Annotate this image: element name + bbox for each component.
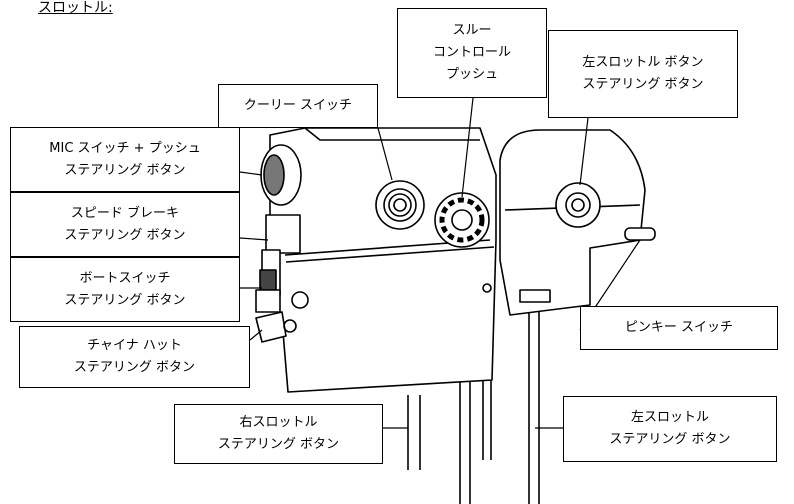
- callout-line: スルー: [452, 23, 492, 38]
- callout-left-throttle-button: 左スロットル ボタン ステアリング ボタン: [548, 30, 738, 118]
- callout-speed-brake: スピード ブレーキ ステアリング ボタン: [10, 192, 240, 257]
- callout-line: プッシュ: [445, 67, 498, 82]
- callout-left-throttle: 左スロットル ステアリング ボタン: [563, 396, 777, 462]
- callout-line: ステアリング ボタン: [73, 360, 196, 375]
- left-throttle-grip: [255, 127, 497, 393]
- callout-line: ピンキー スイッチ: [624, 320, 734, 335]
- callout-china-hat: チャイナ ハット ステアリング ボタン: [19, 326, 250, 388]
- callout-right-throttle: 右スロットル ステアリング ボタン: [174, 404, 383, 464]
- callout-line: ステアリング ボタン: [64, 227, 186, 243]
- callout-line: スピード ブレーキ: [70, 205, 180, 221]
- callout-line: ステアリング ボタン: [609, 432, 731, 447]
- callout-line: 左スロットル ボタン: [582, 55, 704, 70]
- callout-boat-switch: ボートスイッチ ステアリング ボタン: [10, 257, 240, 322]
- callout-pinkie-switch: ピンキー スイッチ: [580, 306, 778, 350]
- callout-line: ステアリング ボタン: [217, 437, 340, 452]
- callout-line: ステアリング ボタン: [64, 292, 186, 308]
- callout-line: チャイナ ハット: [87, 338, 182, 353]
- callout-line: ステアリング ボタン: [64, 162, 186, 178]
- callout-line: 右スロットル: [239, 415, 318, 430]
- right-throttle-grip: [482, 129, 656, 316]
- callout-through-control: スルー コントロール プッシュ: [397, 8, 547, 98]
- page-title: スロットル:: [38, 0, 113, 16]
- callout-line: ボートスイッチ: [79, 270, 171, 286]
- callout-line: MIC スイッチ + プッシュ: [49, 140, 201, 156]
- callout-line: クーリー スイッチ: [243, 98, 353, 113]
- callout-line: ステアリング ボタン: [582, 77, 704, 92]
- callout-mic-switch: MIC スイッチ + プッシュ ステアリング ボタン: [10, 127, 240, 192]
- callout-coolie-switch: クーリー スイッチ: [218, 84, 378, 128]
- callout-line: 左スロットル: [630, 410, 709, 425]
- callout-line: コントロール: [432, 45, 511, 60]
